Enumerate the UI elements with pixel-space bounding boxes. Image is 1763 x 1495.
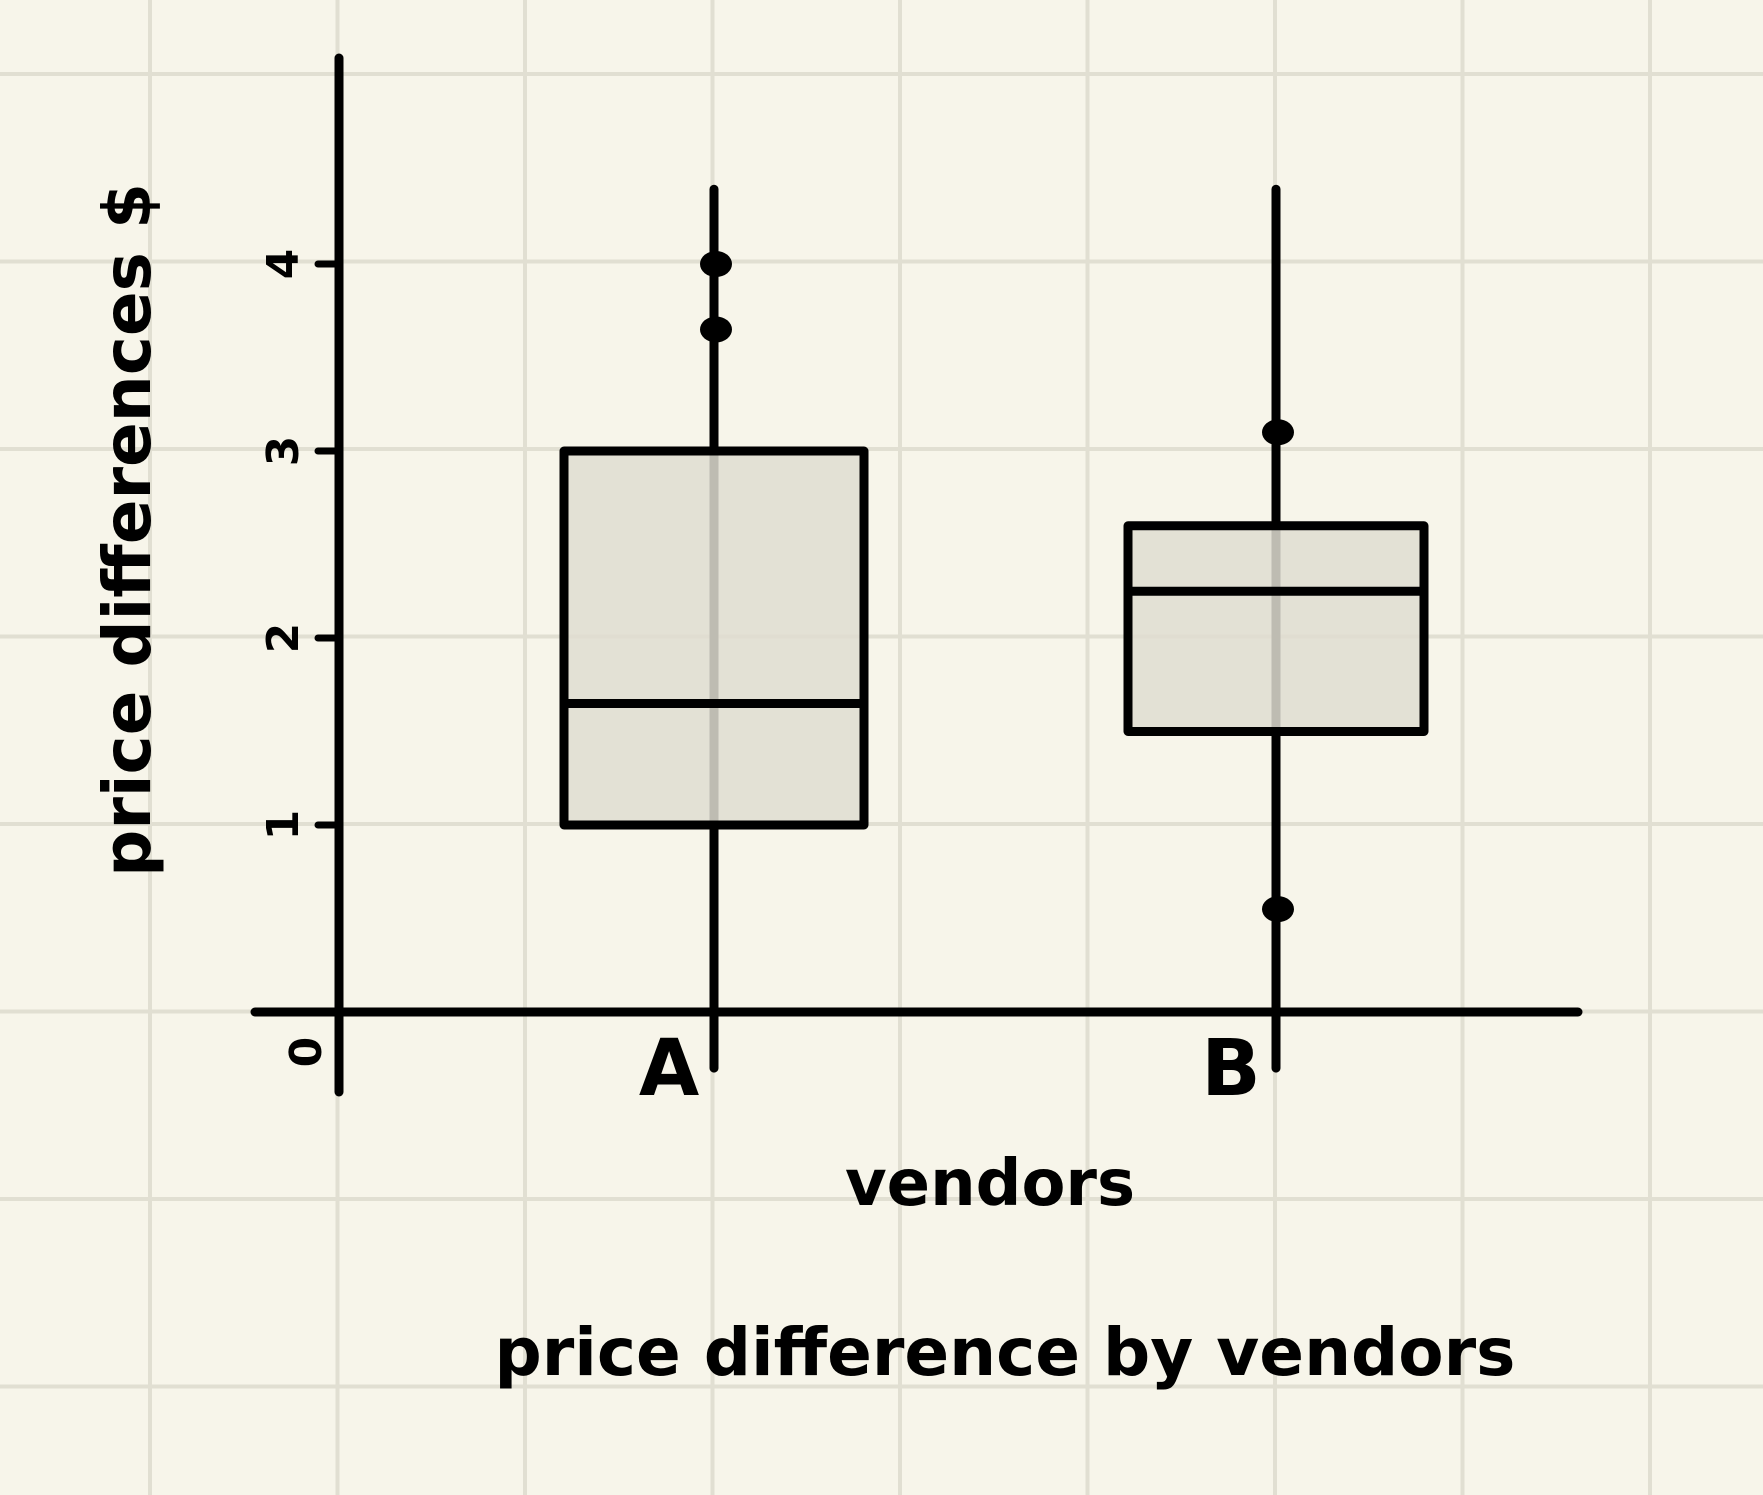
- y-tick-label: 0: [281, 1037, 332, 1068]
- chart-title: price difference by vendors: [495, 1314, 1516, 1391]
- y-tick-label: 3: [258, 436, 309, 467]
- labels: price differences $ vendors price differ…: [89, 183, 1515, 1391]
- outlier-point-B: [1262, 419, 1294, 446]
- y-ticks: 0 1 2 3 4: [258, 249, 343, 1068]
- y-axis-label: price differences $: [89, 183, 166, 877]
- box-body-A: [559, 446, 869, 830]
- x-axis-label: vendors: [845, 1147, 1135, 1221]
- box-body-B: [1123, 521, 1429, 736]
- outlier-point-A: [700, 251, 732, 277]
- outlier-point-A: [700, 316, 732, 343]
- box-B: B: [1123, 184, 1429, 1114]
- y-tick-label: 2: [258, 623, 309, 654]
- x-tick-label-B: B: [1201, 1024, 1260, 1114]
- y-tick-label: 4: [258, 249, 309, 280]
- outlier-point-B: [1262, 896, 1294, 923]
- y-tick-label: 1: [258, 810, 309, 841]
- box-A: A: [559, 184, 869, 1114]
- x-tick-label-A: A: [639, 1024, 699, 1114]
- axes: [250, 53, 1583, 1097]
